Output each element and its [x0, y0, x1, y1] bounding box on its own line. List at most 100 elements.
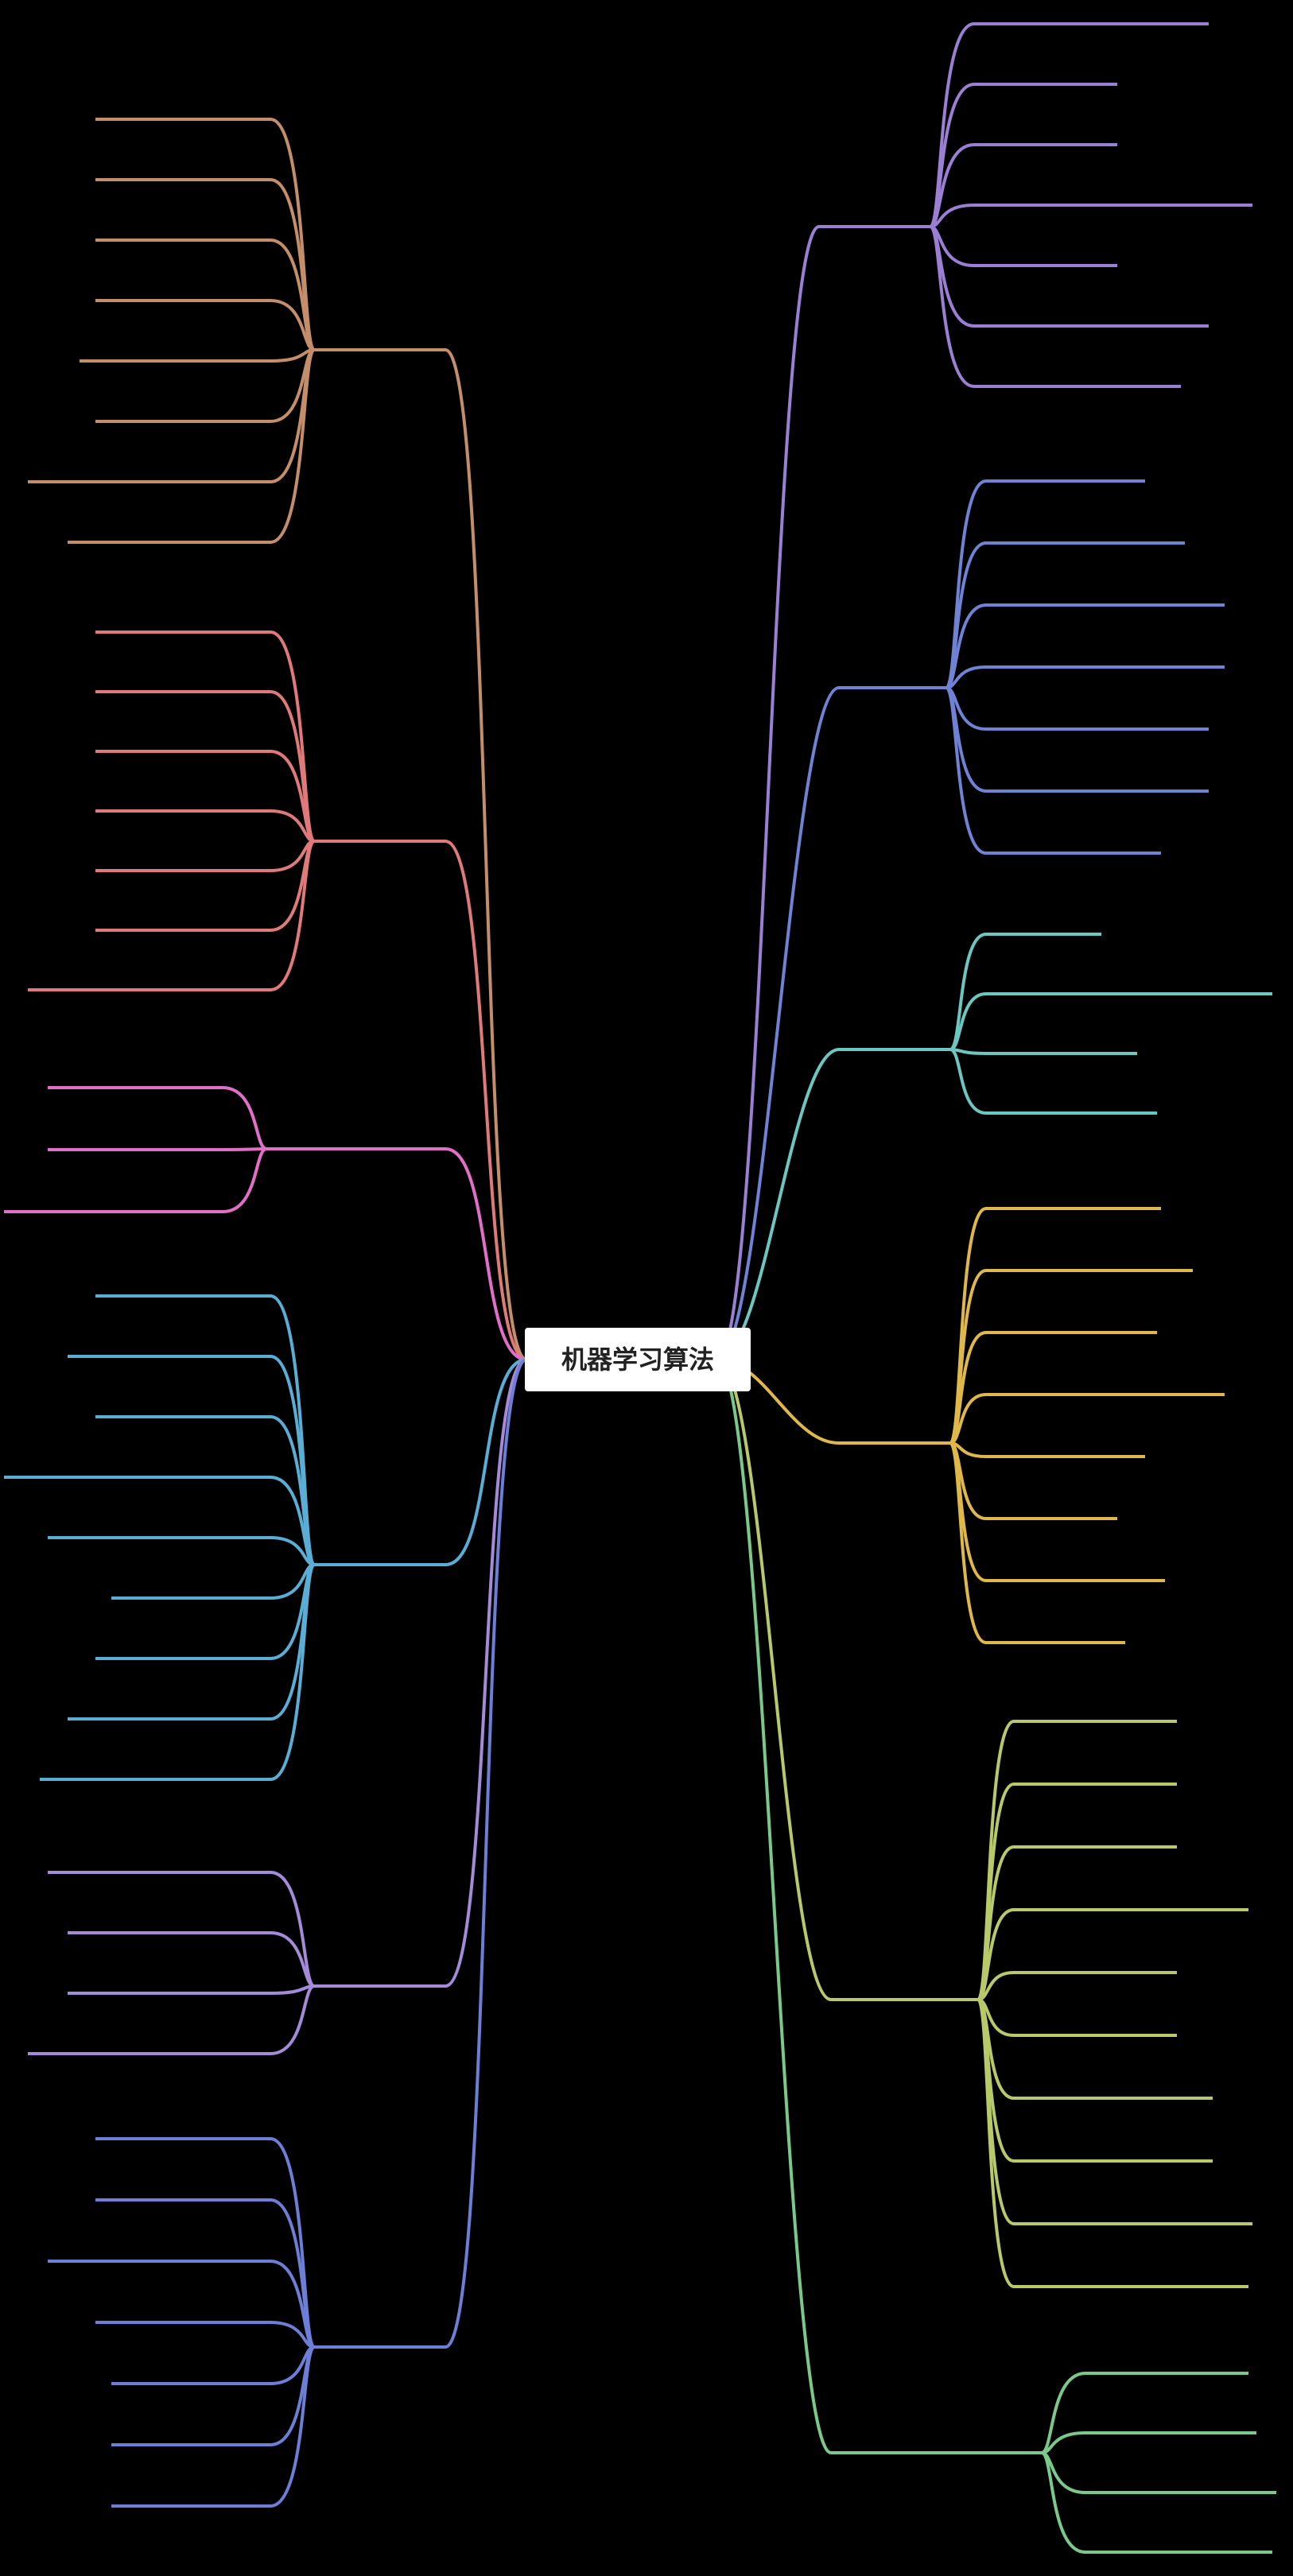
leaf-label[interactable]: 自组织映射算法 — [1101, 2464, 1257, 2490]
leaf-label[interactable]: 多项式朴素贝叶斯 — [1002, 576, 1180, 603]
leaf-label[interactable]: 偏最小二乘回归 — [99, 2233, 254, 2259]
leaf-label[interactable]: 线性判别 — [165, 2477, 254, 2504]
leaf-label[interactable]: K-中值聚类 — [1030, 1818, 1140, 1845]
branch-label[interactable]: 贝叶斯 — [859, 659, 926, 685]
leaf-label[interactable]: 长短期记忆网络 — [99, 2025, 254, 2051]
leaf-label[interactable]: C4.5和C5.0 — [1002, 1304, 1126, 1330]
leaf-label[interactable]: 霍普菲尔德 — [143, 1388, 254, 1414]
leaf-connector — [949, 1269, 1193, 1445]
leaf-label[interactable]: 迭代二叉树3代 — [1002, 1242, 1150, 1268]
branch-label[interactable]: 正则化 — [861, 1021, 928, 1047]
leaf-label[interactable]: 玻尔兹曼机 — [143, 1630, 254, 1656]
leaf-label[interactable]: 多元自适应回归样条法 — [990, 177, 1213, 203]
leaf-label[interactable]: 自组织映射网络 — [99, 1509, 254, 1535]
leaf-label[interactable]: 逻辑回归 — [990, 116, 1079, 142]
leaf-label[interactable]: 普通最小二乘回归 — [990, 0, 1168, 21]
leaf-connector — [95, 690, 316, 843]
branch-label[interactable]: 关联规则学习 — [289, 1120, 422, 1146]
leaf-label[interactable]: 梯度提升回归 — [121, 842, 254, 868]
leaf-label[interactable]: DBSCAN算法 — [1030, 2070, 1168, 2096]
leaf-label[interactable]: 反向传播 — [165, 1267, 254, 1294]
leaf-label[interactable]: 隐马尔可夫模型 — [1002, 762, 1158, 789]
leaf-label[interactable]: K-均值聚类 — [1030, 1755, 1140, 1782]
leaf-label[interactable]: 核方法 — [188, 211, 254, 238]
branch-label[interactable]: 其他方法 — [335, 321, 424, 347]
leaf-label[interactable]: 均值漂移聚类 — [1030, 2258, 1163, 2284]
leaf-label[interactable]: K近邻算法 — [1101, 2345, 1205, 2371]
leaf-label[interactable]: 局部加权学习 — [1101, 2524, 1235, 2550]
leaf-label[interactable]: 分类回归树 — [1002, 1180, 1113, 1206]
leaf-label[interactable]: 主成分回归 — [143, 2171, 254, 2198]
leaf-label[interactable]: Apriori算法 — [88, 1059, 207, 1085]
branch-label[interactable]: 深度学习 — [335, 1957, 424, 1984]
leaf-label[interactable]: 前馈神经网络 — [121, 1569, 254, 1596]
branch-label[interactable]: 回归 — [852, 198, 897, 224]
leaf-label[interactable]: 岭回归 — [1002, 906, 1069, 932]
leaf-label[interactable]: 卷积神经网络 — [121, 1904, 254, 1930]
leaf-label[interactable]: 弹性网络 — [1002, 1025, 1091, 1051]
leaf-label[interactable]: 条件随机场 — [1002, 824, 1113, 851]
branch-connector-6 — [314, 348, 527, 1361]
branch-label[interactable]: 基于实例的算法 — [858, 2424, 1014, 2450]
leaf-label[interactable]: Eclat算法 — [107, 1121, 207, 1147]
leaf-label[interactable]: 线性回归 — [990, 56, 1079, 82]
leaf-label[interactable]: 朴素贝叶斯 — [1002, 452, 1113, 479]
leaf-label[interactable]: 信息检索和推荐系统 — [54, 453, 254, 479]
leaf-label[interactable]: Boosting — [157, 603, 254, 630]
leaf-label[interactable]: 局部散点平滑估计 — [990, 297, 1168, 324]
leaf-label[interactable]: 维度约简 — [165, 151, 254, 177]
leaf-label[interactable]: AODE平均依赖估计 — [1002, 638, 1199, 665]
leaf-label[interactable]: 卡方自动交互检测 — [1002, 1366, 1180, 1392]
leaf-connector — [95, 178, 316, 351]
leaf-connector — [949, 1393, 1225, 1445]
leaf-label[interactable]: Spiking神经网络 — [83, 1751, 254, 1777]
leaf-label[interactable]: 感知器神经网络 — [99, 1328, 254, 1354]
leaf-label[interactable]: 主成分分析 — [143, 2110, 254, 2136]
leaf-label[interactable]: 深度玻尔兹曼机 — [99, 1844, 254, 1870]
leaf-label[interactable]: 随机森林 — [1002, 1490, 1091, 1516]
leaf-label[interactable]: 逐步回归 — [990, 237, 1079, 263]
leaf-label[interactable]: 加权平均和投票机制 — [54, 961, 254, 987]
leaf-label[interactable]: 学习向量量化 — [121, 1690, 254, 1717]
leaf-label[interactable]: 梯度提升树 — [143, 782, 254, 809]
leaf-label[interactable]: 递归神经网络 — [121, 1965, 254, 1991]
leaf-label[interactable]: FP-Growth算法 — [47, 1183, 207, 1209]
leaf-label[interactable]: 最小绝对收缩和选择算子 — [1002, 965, 1247, 991]
leaf-connector — [945, 603, 1225, 689]
leaf-label[interactable]: 期望最大化算法 — [1030, 1881, 1186, 1907]
leaf-label[interactable]: 自然语言处理 — [121, 332, 254, 359]
leaf-label[interactable]: M5算法 — [1002, 1614, 1080, 1640]
branch-label[interactable]: 聚类算法 — [860, 1971, 949, 1997]
branch-label[interactable]: 集成算法 — [335, 813, 424, 839]
leaf-label[interactable]: 条件随机场 — [143, 272, 254, 298]
leaf-connector — [28, 840, 316, 991]
root-node[interactable]: 机器学习算法 — [525, 1328, 751, 1391]
leaf-label[interactable]: 多维尺度 — [165, 2355, 254, 2381]
leaf-label[interactable]: Jackknife回归法 — [988, 358, 1157, 384]
branch-label[interactable]: 降维算法 — [335, 2318, 424, 2345]
leaf-label[interactable]: 层次聚类 — [1030, 1944, 1119, 1970]
branch-label[interactable]: 决策树 — [861, 1414, 928, 1441]
leaf-label[interactable]: 堆叠泛化 — [165, 723, 254, 749]
leaf-label[interactable]: 学习向量量化 — [1101, 2404, 1235, 2431]
leaf-label[interactable]: AdaBoost — [149, 663, 254, 689]
leaf-label[interactable]: 最小角回归 — [1002, 1084, 1113, 1111]
leaf-label[interactable]: 谱聚类 — [1030, 2007, 1097, 2033]
leaf-label[interactable]: 随机森林 — [165, 902, 254, 928]
leaf-label[interactable]: Sammon映射 — [111, 2294, 254, 2320]
leaf-label[interactable]: PageRank算法 — [100, 514, 254, 540]
leaf-label[interactable]: 高斯朴素贝叶斯 — [1002, 514, 1158, 541]
leaf-label[interactable]: 条件决策树 — [1002, 1552, 1113, 1578]
leaf-label[interactable]: 单连接聚类 — [1030, 1693, 1141, 1719]
branch-label[interactable]: 神经网络 — [335, 1536, 424, 1562]
leaf-label[interactable]: 聚类的非参数建模 — [1030, 2195, 1208, 2221]
leaf-label[interactable]: OPTICS算法 — [1030, 2132, 1155, 2159]
leaf-label[interactable]: 投影追踪 — [165, 2416, 254, 2442]
leaf-label[interactable]: 计算机视觉 — [143, 393, 254, 419]
leaf-label[interactable]: 径向基函数神经网络 — [54, 1449, 254, 1475]
leaf-label[interactable]: 单层决策树 — [1002, 1428, 1113, 1454]
leaf-connector — [68, 1931, 315, 1988]
leaf-label[interactable]: 支持向量机 — [143, 91, 254, 117]
leaf-label[interactable]: 贝叶斯信念网络 — [1002, 700, 1158, 727]
root-node-box — [525, 1328, 751, 1391]
